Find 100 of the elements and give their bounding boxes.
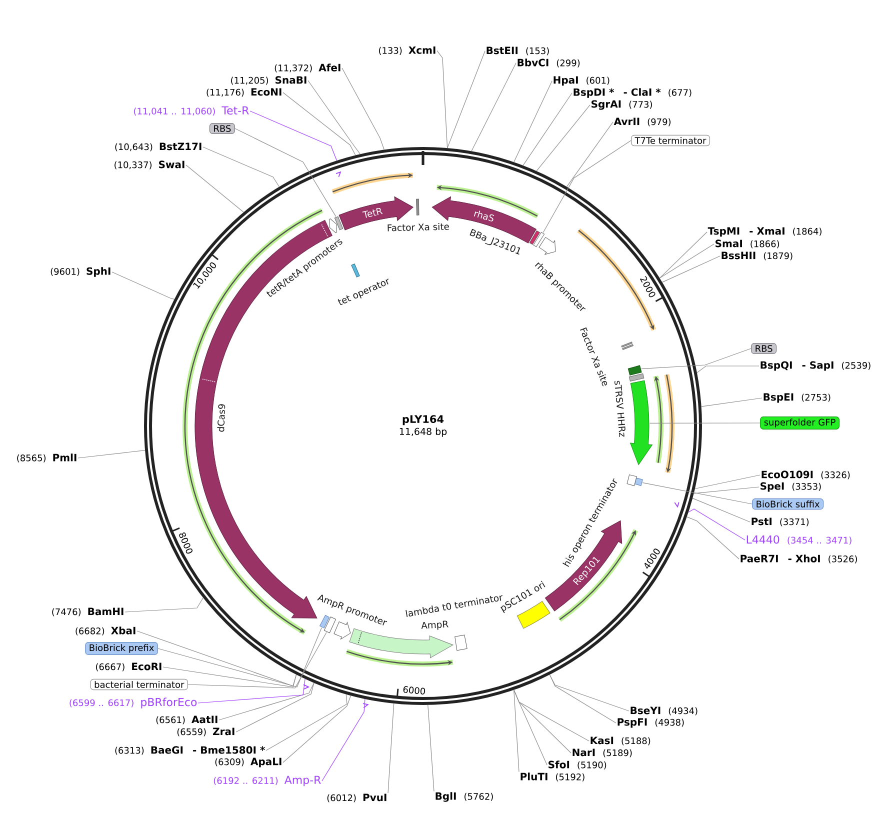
cut-site-label: BspEI (2753) <box>764 393 830 403</box>
feature-tag: RBS <box>209 123 235 134</box>
leader-line <box>471 62 516 152</box>
primer-label: L4440 (3454 .. 3471) <box>746 535 852 545</box>
cut-site-label: SmaI (1866) <box>716 240 780 248</box>
cut-site-label: (10,337) SwaI <box>114 160 184 170</box>
cut-site-label: (6682) XbaI <box>76 626 136 636</box>
leader-line <box>162 666 297 688</box>
leader-line <box>266 694 348 751</box>
cut-site-label: SpeI (3353) <box>760 482 821 492</box>
leader-line <box>696 366 760 374</box>
leader-line <box>124 597 204 612</box>
prefix-mark <box>320 615 330 628</box>
cut-site-label: (11,176) EcoNI <box>206 88 282 97</box>
leader-line <box>686 516 740 560</box>
leader-line <box>549 674 616 724</box>
leader-line <box>659 244 714 278</box>
cut-site-label: HpaI (601) <box>554 76 610 86</box>
leader-line <box>514 690 520 772</box>
tick-label: 6000 <box>403 686 426 695</box>
leader-line <box>641 348 752 370</box>
leader-line <box>522 92 572 166</box>
feature-tag: T7Te terminator <box>631 134 710 146</box>
feature-label: sTRSV HHRz <box>614 380 626 437</box>
leader-line <box>342 68 384 150</box>
leader-line <box>250 110 338 161</box>
leader-line <box>514 80 552 162</box>
leader-line <box>514 690 548 766</box>
cut-site-label: BstEII (153) <box>486 46 549 56</box>
leader-line <box>649 422 760 424</box>
leader-line <box>234 128 336 217</box>
cut-site-label: (6667) EcoRI <box>96 662 162 672</box>
feature-tag: bacterial terminator <box>90 678 188 690</box>
feature-label: AmpR <box>421 620 448 630</box>
cut-site-label: (10,643) BstZ17I <box>115 142 202 152</box>
leader-line <box>158 627 322 688</box>
primer-label: (6192 .. 6211) Amp-R <box>214 776 321 786</box>
leader-line <box>78 450 146 458</box>
feature-tag: RBS <box>751 343 777 354</box>
cut-site-label: PspFI (4938) <box>618 718 684 728</box>
leader-line <box>694 474 760 490</box>
cut-site-label: (9601) SphI <box>50 267 110 277</box>
cut-site-label: PaeR7I - XhoI (3526) <box>740 554 857 564</box>
leader-line <box>693 486 760 494</box>
feature-tag: BioBrick suffix <box>752 498 824 510</box>
terminator-mark <box>324 616 336 634</box>
leader-line <box>308 80 361 154</box>
leader-line <box>388 703 394 794</box>
cut-site-label: (7476) BamHI <box>52 608 124 616</box>
leader-line <box>322 698 366 782</box>
cut-site-label: (6313) BaeGI - Bme1580I * <box>115 746 265 755</box>
cut-site-label: PluTI (5192) <box>520 772 584 782</box>
suffix-mark <box>634 478 643 486</box>
cut-site-label: PstI (3371) <box>752 518 809 526</box>
primer-label: (6599 .. 6617) pBRforEco <box>70 698 197 708</box>
cut-site-label: BspQI - SapI (2539) <box>760 361 870 371</box>
cut-site-label: (6309) ApaLI <box>215 758 282 768</box>
feature-tag: BioBrick prefix <box>85 642 158 655</box>
feature-tag: superfolder GFP <box>760 416 840 430</box>
cut-site-label: BglI (5762) <box>436 792 493 802</box>
feature-label: lambda t0 terminator <box>406 595 502 617</box>
leader-line <box>662 256 720 283</box>
cut-site-label: NarI (5189) <box>572 748 632 758</box>
feature-label: dCas9 <box>217 404 226 432</box>
cut-site-label: (11,372) AfeI <box>274 64 340 72</box>
leader-line <box>447 50 486 148</box>
leader-line <box>692 498 750 522</box>
leader-line <box>282 92 356 156</box>
leader-line <box>218 682 314 720</box>
leader-line <box>566 122 614 188</box>
cut-site-label: (133) XcmI <box>379 46 436 55</box>
cut-site-label: BssHII (1879) <box>722 252 792 260</box>
cut-site-label: TspMI - XmaI (1864) <box>708 227 822 237</box>
leader-line <box>688 508 746 540</box>
leader-line <box>428 704 434 792</box>
cut-site-label: (6559) ZraI <box>177 728 234 736</box>
cut-site-label: EcoO109I (3326) <box>762 470 850 480</box>
leader-line <box>542 140 632 233</box>
rbs-mark <box>628 365 642 376</box>
primer-label: (11,041 .. 11,060) Tet-R <box>134 106 249 116</box>
gene-feature <box>630 380 652 466</box>
leader-line <box>436 50 448 148</box>
cut-site-label: BspDI * - ClaI * (677) <box>574 88 692 98</box>
cut-site-label: (6561) AatII <box>156 716 218 724</box>
cut-site-label: BseYI (4934) <box>630 706 698 716</box>
leader-line <box>236 682 314 732</box>
cut-site-label: (8565) PmlI <box>17 454 76 462</box>
leader-line <box>186 164 244 213</box>
feature-label: Factor Xa site <box>580 327 608 386</box>
cut-site-label: AvrII (979) <box>614 118 670 126</box>
cut-site-label: SgrAI (773) <box>592 100 652 110</box>
leader-line <box>282 695 352 763</box>
cut-site-label: (6012) PvuI <box>327 794 386 802</box>
leader-line <box>136 630 297 686</box>
rbs-mark <box>334 216 344 230</box>
cut-site-label: BbvCI (299) <box>518 58 580 68</box>
cut-site-label: KasI (5188) <box>590 736 650 746</box>
leader-line <box>188 632 327 688</box>
terminator-mark <box>533 232 545 248</box>
cut-site-label: (11,205) SnaBI <box>231 76 306 85</box>
